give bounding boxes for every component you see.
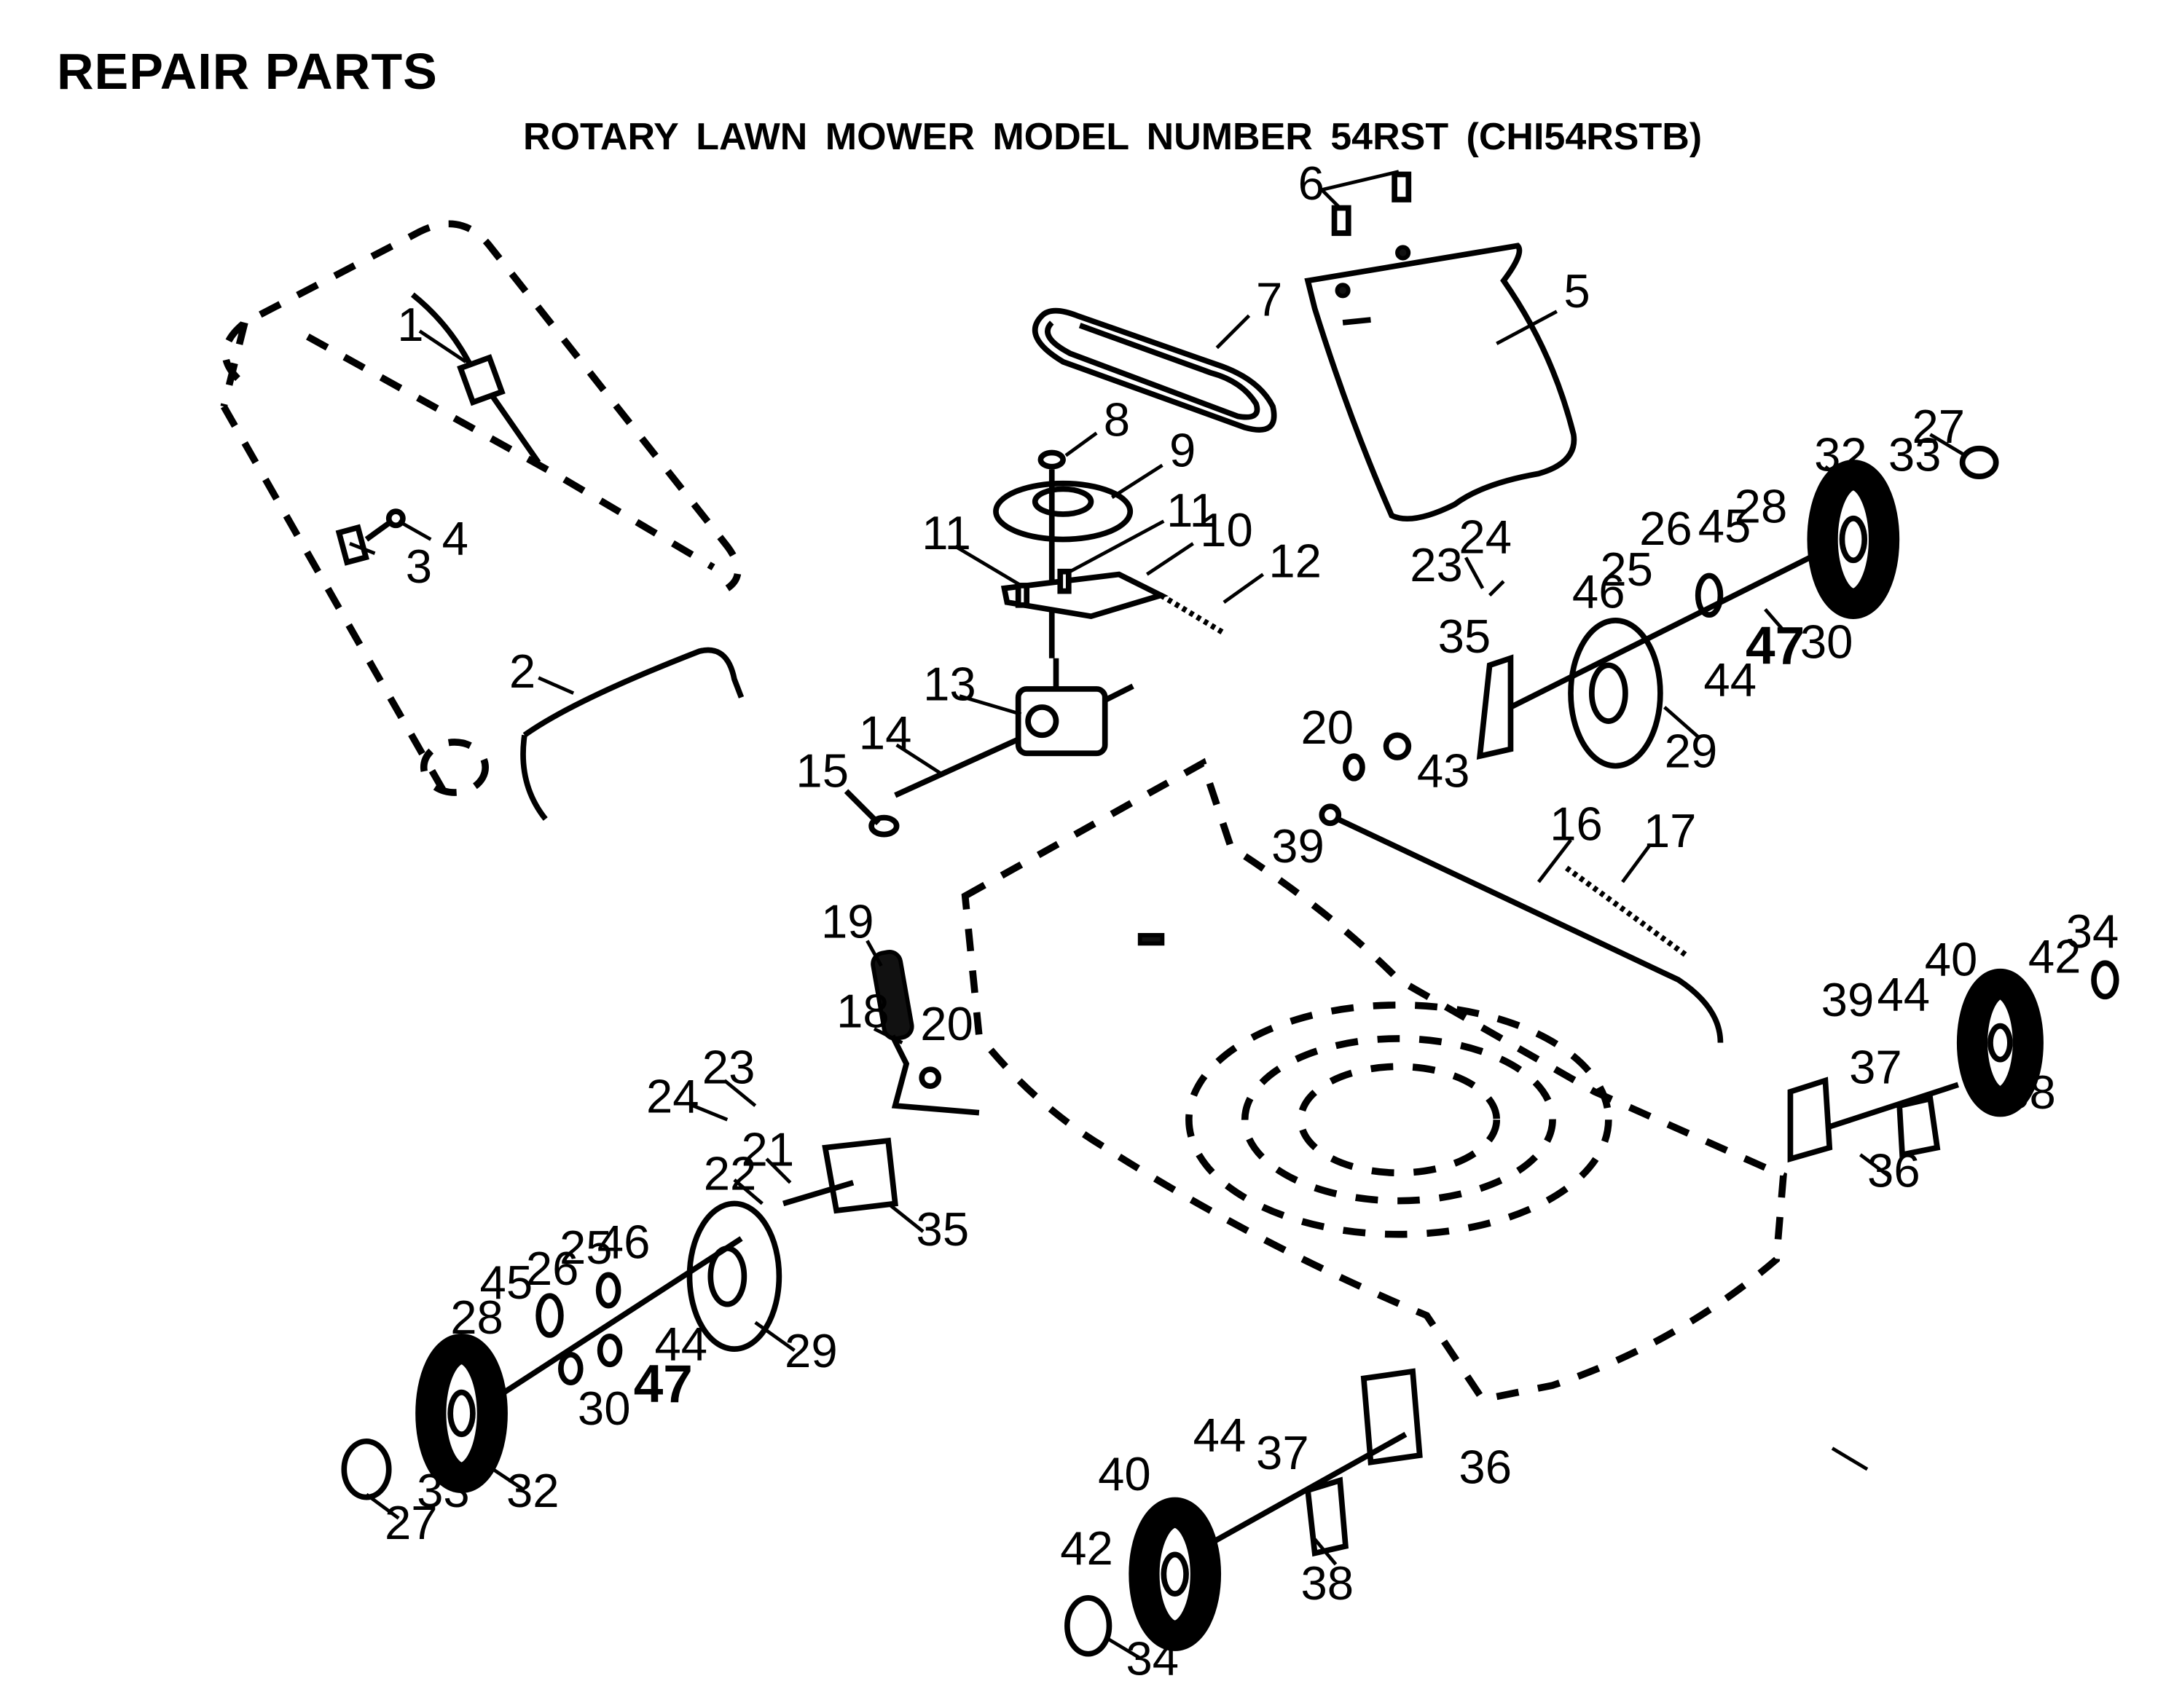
callout-11-left: 11 [922, 506, 971, 559]
callout-19: 19 [821, 895, 874, 948]
callout-42-left: 42 [1060, 1522, 1113, 1575]
callout-44-right: 44 [1703, 653, 1757, 707]
part-16-rear-axle-rod [1319, 803, 1724, 1043]
part-1-control-cable [410, 292, 541, 465]
callout-39-right: 39 [1821, 973, 1875, 1026]
callout-36-right: 36 [1867, 1144, 1920, 1197]
callout-32-right: 32 [1814, 428, 1867, 481]
callout-30-right: 30 [1800, 615, 1853, 669]
callout-29-right: 29 [1665, 724, 1718, 777]
callout-44-front-left: 44 [1193, 1408, 1247, 1461]
part-19-lever-grip [871, 950, 914, 1041]
callout-27-left: 27 [385, 1496, 438, 1549]
callout-46-left: 46 [597, 1215, 651, 1268]
part-6-screws [1331, 171, 1412, 236]
callout-5: 5 [1563, 264, 1590, 318]
page-subtitle: ROTARY LAWN MOWER MODEL NUMBER 54RST (CH… [523, 116, 1703, 158]
callout-16: 16 [1550, 797, 1603, 850]
callout-2: 2 [509, 645, 535, 698]
callout-44-front-right: 44 [1877, 968, 1930, 1021]
part-35-left-bracket [782, 1137, 898, 1214]
callout-36-left: 36 [1459, 1440, 1512, 1493]
callout-25-right: 25 [1600, 543, 1653, 596]
callout-47-left: 47 [634, 1355, 693, 1414]
leader-lines [349, 170, 1966, 1660]
callout-33-right: 33 [1888, 428, 1942, 481]
callout-13: 13 [923, 657, 976, 710]
part-18-height-lever [890, 1034, 980, 1116]
callout-labels: 1 2 3 4 5 6 7 8 9 10 11 11 12 13 14 15 1… [385, 157, 2119, 1685]
part-10-bracket [1000, 568, 1169, 620]
callout-32-left: 32 [506, 1464, 560, 1517]
callout-7: 7 [1256, 272, 1282, 326]
callout-28-right: 28 [1735, 479, 1788, 532]
callout-27-right: 27 [1912, 400, 1965, 453]
part-7-belt [1032, 307, 1277, 433]
callout-24-right: 24 [1459, 511, 1512, 564]
callout-34-left: 34 [1126, 1632, 1179, 1685]
part-17-spring [1564, 865, 1687, 957]
callout-42-right: 42 [2028, 930, 2081, 983]
callout-35-left: 35 [917, 1203, 970, 1256]
callout-38-right: 38 [2003, 1066, 2056, 1119]
callout-26-left: 26 [526, 1242, 579, 1295]
callout-29-left: 29 [785, 1324, 838, 1377]
callout-23-right: 23 [1410, 538, 1463, 591]
left-rear-wheel-assembly [341, 1200, 782, 1500]
callout-11-right: 11 [1166, 484, 1216, 537]
callout-15: 15 [796, 744, 849, 797]
part-12-spring [1159, 593, 1225, 636]
part-15-drive-shaft-washer [844, 789, 900, 838]
mower-deck [961, 757, 1787, 1404]
callout-12: 12 [1268, 534, 1322, 587]
callout-33-left: 33 [417, 1464, 470, 1517]
callout-21: 21 [742, 1123, 795, 1176]
callout-46-right: 46 [1572, 565, 1625, 618]
callout-17: 17 [1644, 804, 1697, 857]
callout-26-right: 26 [1639, 502, 1692, 555]
callout-43: 43 [1417, 744, 1470, 797]
part-3-4-handle-bolt [335, 508, 406, 566]
left-front-wheel-assembly [1064, 1368, 1423, 1657]
callout-14: 14 [859, 707, 912, 760]
callout-38-left: 38 [1300, 1557, 1354, 1610]
callout-40-right: 40 [1925, 933, 1978, 986]
callout-18: 18 [836, 985, 890, 1038]
callout-28-left: 28 [450, 1291, 503, 1344]
callout-34-right: 34 [2066, 905, 2119, 958]
callout-1: 1 [397, 298, 423, 351]
part-9-pulley [993, 449, 1134, 658]
callout-23-left: 23 [702, 1040, 756, 1093]
part-5-shield [1304, 243, 1577, 522]
part-13-transmission [894, 658, 1134, 798]
callout-3: 3 [406, 540, 432, 593]
callout-20-left: 20 [920, 997, 973, 1050]
callout-10: 10 [1200, 503, 1253, 556]
callout-8: 8 [1104, 393, 1130, 446]
right-front-wheel-assembly [1787, 960, 2119, 1163]
callout-40-left: 40 [1098, 1447, 1151, 1500]
callout-4: 4 [442, 512, 468, 565]
page-title: REPAIR PARTS [57, 43, 438, 100]
callout-9: 9 [1169, 424, 1196, 477]
callout-30-left: 30 [578, 1382, 631, 1435]
callout-39-top: 39 [1271, 819, 1324, 873]
callout-45-right: 45 [1698, 499, 1751, 552]
callout-37-right: 37 [1849, 1040, 1902, 1093]
callout-22: 22 [704, 1146, 757, 1200]
part-2-bail [520, 647, 745, 821]
callout-6: 6 [1298, 157, 1324, 210]
callout-35-right: 35 [1438, 610, 1491, 663]
right-rear-wheel-assembly [1343, 445, 1999, 782]
callout-20-right: 20 [1300, 701, 1354, 754]
callout-37-left: 37 [1256, 1426, 1309, 1479]
handle-assembly [220, 220, 742, 800]
callout-47-right: 47 [1746, 616, 1805, 675]
callout-24-left: 24 [646, 1070, 699, 1123]
callout-25-left: 25 [560, 1221, 613, 1274]
callout-45-left: 45 [480, 1256, 533, 1309]
callout-44-left: 44 [655, 1317, 708, 1370]
